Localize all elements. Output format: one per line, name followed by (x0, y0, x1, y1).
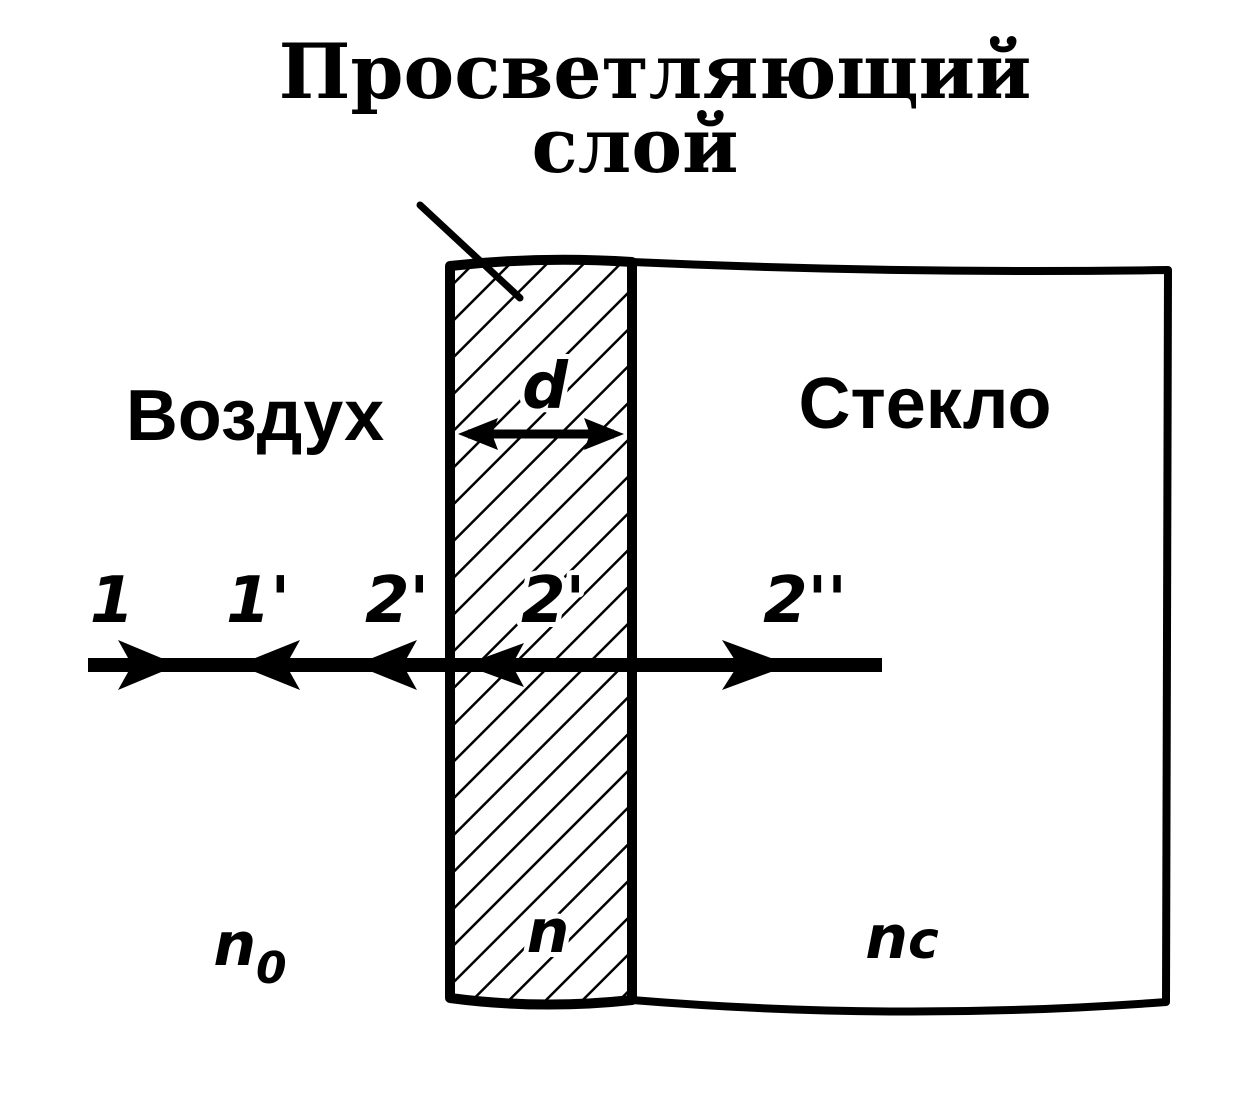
antireflection-layer (445, 254, 637, 1010)
index-layer: n (527, 897, 570, 967)
ray-label-1: 1 (90, 564, 135, 638)
index-glass-base: n (865, 903, 908, 973)
glass-label: Стекло (799, 364, 1052, 444)
ray-1-arrowhead (118, 640, 178, 690)
glass-block (628, 258, 1172, 1016)
ray-label-2p-left: 2' (365, 564, 429, 638)
air-label: Воздух (126, 376, 384, 456)
ray-label-1p: 1' (226, 564, 290, 638)
ray-1p-arrowhead (238, 640, 300, 690)
index-air-base: n (213, 910, 256, 980)
ray-2p-inside-arrowhead (464, 643, 524, 687)
index-glass: nc (865, 903, 939, 973)
ray-label-2p-inside: 2' (521, 564, 585, 638)
title-line-2: слой (532, 101, 739, 190)
thickness-label: d (522, 350, 569, 424)
index-air-sub: 0 (256, 943, 287, 994)
thickness-arrowhead-left (458, 418, 498, 450)
ray-2p-arrowhead (355, 640, 417, 690)
index-glass-sub: c (908, 911, 939, 971)
index-air: n0 (213, 910, 286, 994)
thickness-arrowhead-right (584, 418, 624, 450)
ray-2pp-arrowhead (722, 640, 790, 690)
layer-hatching (450, 259, 632, 1005)
ray-label-2pp: 2'' (763, 564, 847, 638)
title-line-1: Просветляющий (279, 27, 1032, 116)
